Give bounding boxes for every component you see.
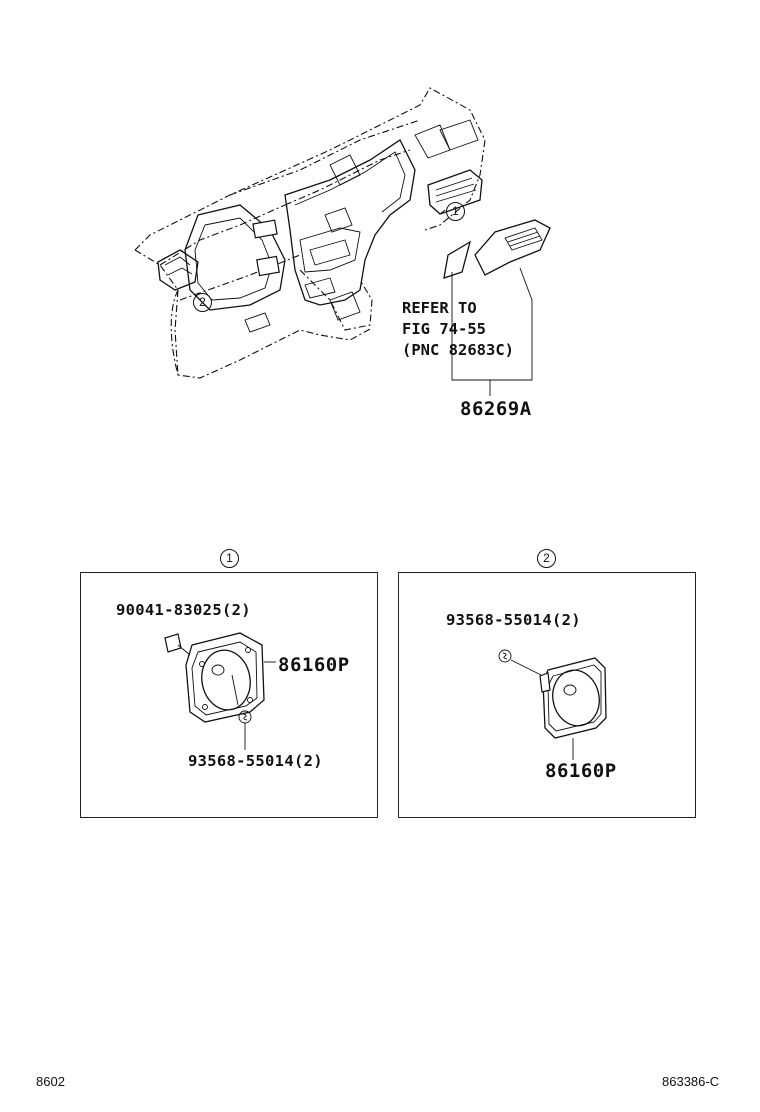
part-number-86269A: 86269A: [460, 398, 532, 420]
callout-2: 2: [193, 293, 212, 312]
panel1-part-bolt: 90041-83025(2): [116, 601, 251, 619]
lower-center-panel: [299, 269, 373, 331]
panel-1: [80, 572, 378, 818]
panel1-part-speaker: 86160P: [278, 654, 350, 676]
panel2-speaker-drawing: [498, 649, 607, 760]
instrument-cluster: [184, 204, 286, 333]
panel2-part-speaker: 86160P: [545, 760, 617, 782]
right-vent: [414, 119, 483, 215]
leader-86269A: [451, 267, 533, 396]
footer-left-code: 8602: [36, 1074, 65, 1089]
speaker-grille-cover: [443, 219, 551, 279]
refer-line-3: (PNC 82683C): [402, 341, 514, 359]
center-stack: [284, 139, 416, 306]
panel1-part-screw: 93568-55014(2): [188, 752, 323, 770]
panel2-part-screw: 93568-55014(2): [446, 611, 581, 629]
refer-line-2: FIG 74-55: [402, 320, 486, 338]
dashboard-outline: [134, 87, 486, 379]
panel2-marker: 2: [537, 549, 556, 568]
panel1-marker: 1: [220, 549, 239, 568]
leader-callout-1: [439, 209, 446, 215]
refer-line-1: REFER TO: [402, 299, 477, 317]
refer-note: REFER TO FIG 74-55 (PNC 82683C): [402, 298, 514, 361]
panel-2: [398, 572, 696, 818]
left-vent: [157, 249, 199, 291]
panel1-speaker-drawing: [164, 632, 276, 750]
footer-right-code: 863386-C: [662, 1074, 720, 1089]
callout-1: 1: [446, 202, 465, 221]
